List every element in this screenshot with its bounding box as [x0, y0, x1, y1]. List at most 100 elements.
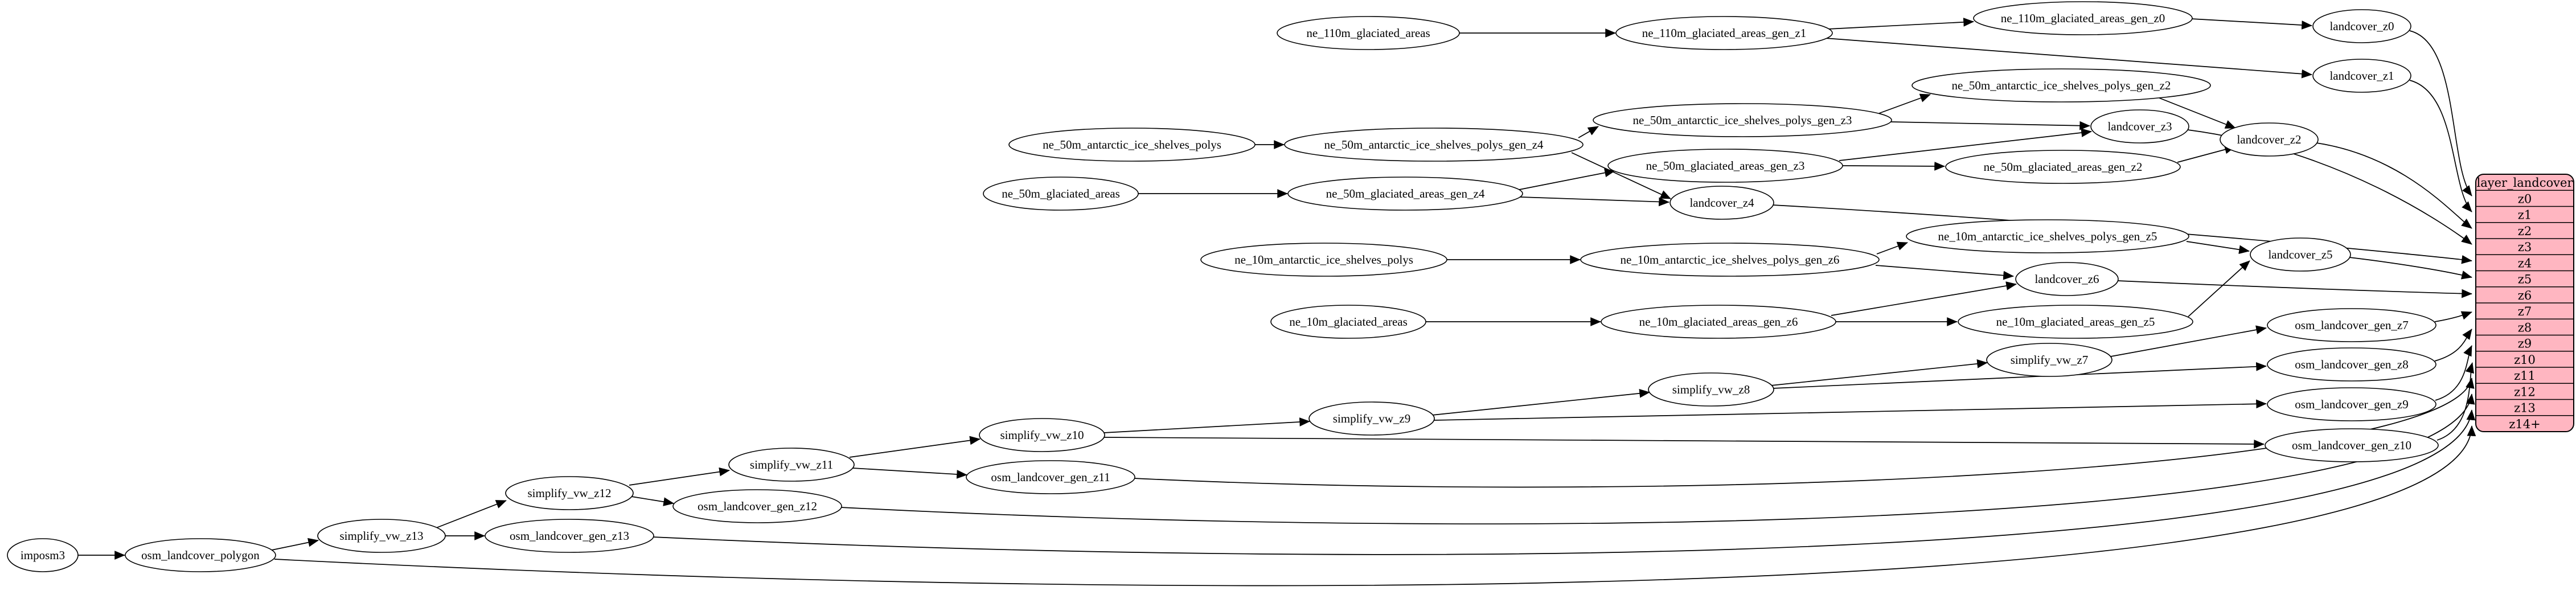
- table-row-z8: z8: [2518, 321, 2532, 334]
- table-row-z1: z1: [2518, 208, 2532, 222]
- graph-node-simplify_vw_z11: simplify_vw_z11: [728, 448, 855, 482]
- table-row-z10: z10: [2514, 353, 2536, 367]
- edge-osm_landcover_polygon-to-layer_landcover-z14+: [274, 425, 2476, 587]
- edge-simplify_vw_z11-to-osm_landcover_gen_z11: [852, 468, 967, 479]
- graph-node-osm_landcover_gen_z8: osm_landcover_gen_z8: [2267, 347, 2436, 382]
- node-label: ne_10m_antarctic_ice_shelves_polys_gen_z…: [1621, 253, 1840, 266]
- node-label: landcover_z0: [2329, 19, 2394, 33]
- node-ellipse: [2267, 387, 2436, 421]
- node-ellipse: [1615, 16, 1833, 50]
- node-label: ne_50m_antarctic_ice_shelves_polys_gen_z…: [1633, 113, 1852, 127]
- node-label: simplify_vw_z7: [2011, 353, 2089, 367]
- nodes-layer: imposm3 osm_landcover_polygon simplify_vw_…: [7, 1, 2439, 572]
- node-ellipse: [7, 538, 79, 572]
- node-ellipse: [1986, 343, 2113, 377]
- node-ellipse: [1593, 103, 1892, 137]
- node-label: ne_110m_glaciated_areas: [1306, 26, 1430, 40]
- graph-node-ne_110m_glaciated_areas_gen_z0: ne_110m_glaciated_areas_gen_z0: [1973, 1, 2193, 35]
- node-label: ne_50m_glaciated_areas: [1002, 187, 1120, 200]
- edge-landcover_z2-to-layer_landcover-z2: [2316, 142, 2472, 229]
- edge-ne_10m_antarctic_ice_shelves_polys_gen_z5-to-landcover_z5: [2186, 241, 2250, 255]
- edge-osm_landcover_gen_z13-to-layer_landcover-z13: [652, 409, 2476, 555]
- graph-node-imposm3: imposm3: [7, 538, 79, 572]
- node-ellipse: [1284, 128, 1584, 162]
- node-ellipse: [979, 418, 1105, 452]
- node-ellipse: [728, 448, 855, 482]
- node-label: ne_50m_antarctic_ice_shelves_polys_gen_z…: [1952, 79, 2171, 92]
- node-ellipse: [1912, 68, 2211, 102]
- node-ellipse: [2015, 262, 2119, 296]
- node-label: simplify_vw_z11: [750, 458, 833, 471]
- node-ellipse: [505, 476, 634, 510]
- node-label: landcover_z3: [2107, 120, 2172, 133]
- node-label: simplify_vw_z10: [1000, 428, 1084, 442]
- graph-node-ne_110m_glaciated_areas: ne_110m_glaciated_areas: [1277, 16, 1460, 50]
- graph-node-ne_50m_glaciated_areas_gen_z3: ne_50m_glaciated_areas_gen_z3: [1607, 149, 1843, 183]
- graph-node-osm_landcover_gen_z10: osm_landcover_gen_z10: [2265, 428, 2439, 462]
- edge-osm_landcover_gen_z10-to-layer_landcover-z10: [2436, 362, 2474, 441]
- edge-osm_landcover_gen_z12-to-layer_landcover-z12: [840, 393, 2475, 524]
- graph-node-ne_50m_antarctic_ice_shelves_polys: ne_50m_antarctic_ice_shelves_polys: [1008, 128, 1256, 162]
- graph-node-landcover_z4: landcover_z4: [1670, 186, 1774, 220]
- edge-ne_50m_antarctic_ice_shelves_polys_gen_z3-to-ne_50m_antarctic_ice_shelves_polys_gen_z2: [1878, 93, 1931, 114]
- edge-ne_50m_glaciated_areas_gen_z2-to-landcover_z2: [2177, 145, 2235, 163]
- edge-ne_10m_glaciated_areas_gen_z5-to-landcover_z5: [2188, 260, 2250, 317]
- graph-node-ne_10m_glaciated_areas_gen_z5: ne_10m_glaciated_areas_gen_z5: [1958, 305, 2193, 339]
- edge-simplify_vw_z12-to-osm_landcover_gen_z12: [631, 496, 674, 506]
- edge-ne_50m_antarctic_ice_shelves_polys_gen_z2-to-landcover_z2: [2159, 97, 2236, 129]
- node-label: osm_landcover_gen_z12: [698, 499, 817, 513]
- node-label: simplify_vw_z13: [340, 529, 424, 543]
- node-label: landcover_z6: [2034, 272, 2099, 286]
- edge-ne_50m_antarctic_ice_shelves_polys_gen_z4-to-ne_50m_antarctic_ice_shelves_polys_gen_z3: [1578, 126, 1599, 138]
- node-ellipse: [983, 177, 1139, 211]
- graph-node-simplify_vw_z10: simplify_vw_z10: [979, 418, 1105, 452]
- graph-node-ne_10m_antarctic_ice_shelves_polys_gen_z5: ne_10m_antarctic_ice_shelves_polys_gen_z…: [1906, 219, 2189, 253]
- graph-node-ne_50m_antarctic_ice_shelves_polys_gen_z3: ne_50m_antarctic_ice_shelves_polys_gen_z…: [1593, 103, 1892, 137]
- edge-simplify_vw_z8-to-simplify_vw_z7: [1770, 359, 1988, 386]
- node-label: osm_landcover_gen_z11: [991, 470, 1110, 484]
- edge-ne_110m_glaciated_areas_gen_z1-to-landcover_z1: [1824, 38, 2312, 79]
- table-row-z6: z6: [2518, 289, 2532, 302]
- edge-landcover_z6-to-layer_landcover-z6: [2116, 280, 2472, 298]
- graph-node-ne_50m_glaciated_areas: ne_50m_glaciated_areas: [983, 177, 1139, 211]
- graph-node-ne_10m_antarctic_ice_shelves_polys: ne_10m_antarctic_ice_shelves_polys: [1200, 243, 1447, 277]
- node-label: osm_landcover_gen_z13: [510, 529, 629, 543]
- node-label: osm_landcover_gen_z10: [2292, 438, 2411, 452]
- graph-node-landcover_z6: landcover_z6: [2015, 262, 2119, 296]
- edge-simplify_vw_z12-to-simplify_vw_z11: [629, 467, 730, 486]
- graph-node-landcover_z3: landcover_z3: [2090, 109, 2189, 143]
- graph-node-osm_landcover_gen_z13: osm_landcover_gen_z13: [485, 519, 654, 553]
- graph-node-ne_110m_glaciated_areas_gen_z1: ne_110m_glaciated_areas_gen_z1: [1615, 16, 1833, 50]
- node-ellipse: [1906, 219, 2189, 253]
- graph-node-ne_50m_glaciated_areas_gen_z2: ne_50m_glaciated_areas_gen_z2: [1945, 150, 2181, 184]
- node-ellipse: [672, 489, 842, 523]
- graph-node-simplify_vw_z8: simplify_vw_z8: [1648, 372, 1774, 407]
- edge-simplify_vw_z13-to-simplify_vw_z12: [436, 500, 507, 528]
- graph-node-ne_10m_glaciated_areas_gen_z6: ne_10m_glaciated_areas_gen_z6: [1601, 305, 1836, 339]
- edge-simplify_vw_z11-to-simplify_vw_z10: [849, 436, 981, 458]
- node-label: osm_landcover_gen_z8: [2295, 358, 2408, 371]
- graph-node-landcover_z2: landcover_z2: [2220, 122, 2319, 157]
- node-ellipse: [966, 460, 1135, 494]
- edge-ne_50m_antarctic_ice_shelves_polys_gen_z4-to-landcover_z4: [1571, 152, 1671, 199]
- edge-osm_landcover_polygon-to-simplify_vw_z13: [271, 538, 319, 551]
- node-label: landcover_z4: [1689, 196, 1754, 210]
- node-ellipse: [317, 519, 446, 553]
- node-label: ne_10m_glaciated_areas: [1289, 315, 1408, 329]
- node-label: ne_10m_glaciated_areas_gen_z5: [1996, 315, 2155, 329]
- graph-node-simplify_vw_z13: simplify_vw_z13: [317, 519, 446, 553]
- node-label: simplify_vw_z12: [528, 486, 612, 500]
- edge-simplify_vw_z9-to-simplify_vw_z8: [1431, 389, 1650, 416]
- node-label: ne_50m_glaciated_areas_gen_z4: [1326, 187, 1485, 200]
- node-ellipse: [485, 519, 654, 553]
- graph-node-osm_landcover_polygon: osm_landcover_polygon: [125, 538, 276, 572]
- table-row-z7: z7: [2518, 305, 2532, 318]
- node-label: ne_10m_antarctic_ice_shelves_polys: [1234, 253, 1413, 266]
- node-label: ne_10m_glaciated_areas_gen_z6: [1639, 315, 1798, 329]
- graph-node-ne_50m_glaciated_areas_gen_z4: ne_50m_glaciated_areas_gen_z4: [1287, 177, 1523, 211]
- edge-ne_50m_glaciated_areas_gen_z4-to-ne_50m_glaciated_areas_gen_z3: [1519, 168, 1615, 190]
